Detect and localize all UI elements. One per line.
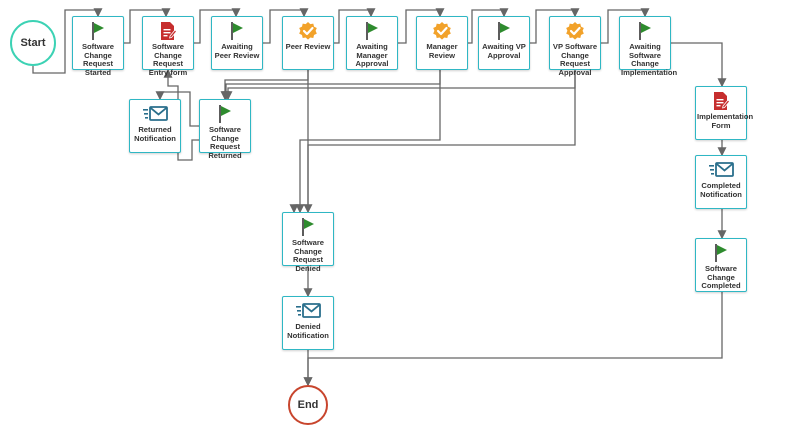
flag-icon — [479, 20, 529, 42]
step-awaiting-vp-approval[interactable]: Awaiting VP Approval — [478, 16, 530, 70]
step-software-change-request-entry-form[interactable]: Software Change Request Entry form — [142, 16, 194, 77]
connector-17 — [155, 91, 199, 127]
step-label: Completed Notification — [700, 181, 742, 199]
step-label: Returned Notification — [134, 125, 176, 143]
connector-2 — [124, 8, 171, 44]
envelope-icon — [130, 103, 180, 125]
connector-21 — [303, 70, 576, 214]
step-label: Manager Review — [426, 42, 458, 60]
start-node[interactable]: Start — [10, 20, 56, 66]
step-awaiting-software-change-implementation[interactable]: Awaiting Software Change Implementation — [619, 16, 677, 77]
end-node[interactable]: End — [288, 385, 328, 425]
step-label: Software Change Request Returned — [208, 125, 242, 160]
step-label: Software Change Request Started — [81, 42, 115, 77]
step-implementation-form[interactable]: Implementation Form — [695, 86, 754, 140]
form-icon — [696, 90, 746, 112]
connector-5 — [334, 8, 376, 44]
flag-icon — [73, 20, 123, 42]
connector-20 — [295, 70, 441, 214]
connector-8 — [530, 8, 580, 44]
step-software-change-completed[interactable]: Software Change Completed — [695, 238, 747, 292]
flag-icon — [283, 216, 333, 238]
envelope-icon — [696, 159, 746, 181]
connector-10 — [671, 42, 727, 88]
step-software-change-request-started[interactable]: Software Change Request Started — [72, 16, 124, 77]
step-awaiting-manager-approval[interactable]: Awaiting Manager Approval — [346, 16, 398, 70]
step-software-change-request-denied[interactable]: Software Change Request Denied — [282, 212, 334, 273]
form-icon — [143, 20, 193, 42]
connector-15 — [221, 70, 441, 101]
connector-19 — [289, 70, 309, 214]
connector-4 — [263, 8, 309, 44]
step-awaiting-peer-review[interactable]: Awaiting Peer Review — [211, 16, 263, 70]
start-label: Start — [20, 37, 46, 49]
connector-9 — [601, 8, 650, 44]
connector-13 — [303, 292, 723, 387]
flag-icon — [620, 20, 670, 42]
flag-icon — [696, 242, 746, 264]
step-label: Software Change Request Entry form — [148, 42, 188, 77]
connector-18 — [163, 68, 199, 161]
step-completed-notification[interactable]: Completed Notification — [695, 155, 747, 209]
connector-1 — [32, 8, 103, 74]
step-label: Awaiting Software Change Implementation — [621, 42, 678, 77]
end-label: End — [297, 399, 319, 411]
connector-7 — [468, 8, 509, 44]
step-label: Peer Review — [285, 42, 331, 51]
step-label: Denied Notification — [287, 322, 329, 340]
step-software-change-request-returned[interactable]: Software Change Request Returned — [199, 99, 251, 160]
flag-icon — [347, 20, 397, 42]
step-label: VP Software Change Request Approval — [552, 42, 598, 77]
step-label: Software Change Request Denied — [291, 238, 325, 273]
step-returned-notification[interactable]: Returned Notification — [129, 99, 181, 153]
step-label: Implementation Form — [697, 112, 754, 130]
approval-badge-icon — [550, 20, 600, 42]
step-vp-software-change-request-approval[interactable]: VP Software Change Request Approval — [549, 16, 601, 77]
connector-6 — [398, 8, 445, 44]
step-label: Awaiting Peer Review — [214, 42, 260, 60]
step-label: Software Change Completed — [701, 264, 741, 291]
step-manager-review[interactable]: Manager Review — [416, 16, 468, 70]
flag-icon — [200, 103, 250, 125]
step-denied-notification[interactable]: Denied Notification — [282, 296, 334, 350]
step-label: Awaiting VP Approval — [482, 42, 526, 60]
step-label: Awaiting Manager Approval — [355, 42, 389, 69]
step-peer-review[interactable]: Peer Review — [282, 16, 334, 70]
flag-icon — [212, 20, 262, 42]
approval-badge-icon — [417, 20, 467, 42]
connector-3 — [194, 8, 241, 44]
approval-badge-icon — [283, 20, 333, 42]
envelope-icon — [283, 300, 333, 322]
